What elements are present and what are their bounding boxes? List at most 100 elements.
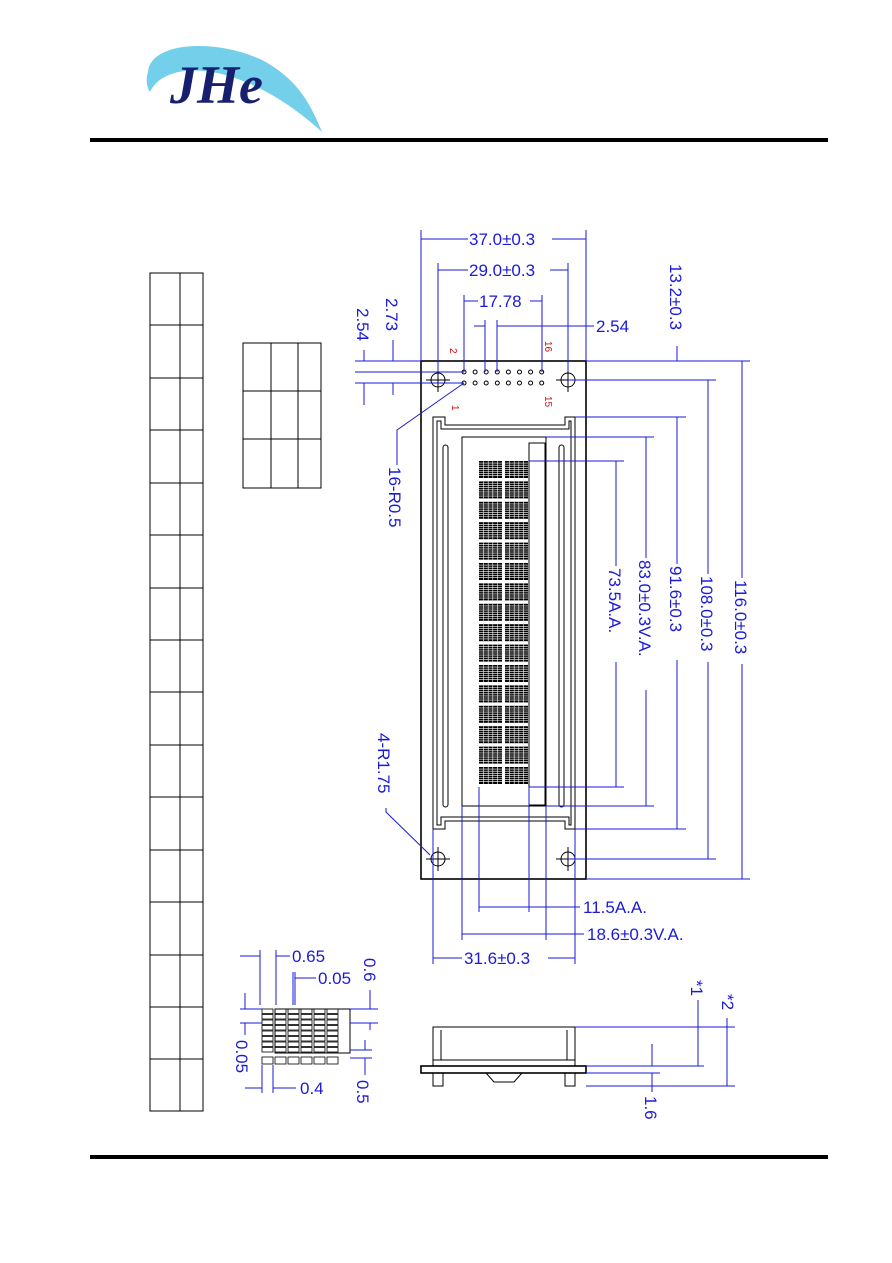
cursor-dot bbox=[287, 1056, 300, 1065]
pin-hole bbox=[472, 380, 478, 386]
pin-hole bbox=[494, 380, 500, 386]
dot bbox=[326, 1014, 339, 1020]
character-cell bbox=[479, 542, 502, 560]
pin-hole bbox=[517, 369, 522, 375]
dim-aa-width: 11.5A.A. bbox=[583, 898, 647, 917]
pin-hole bbox=[505, 380, 511, 386]
dot bbox=[326, 1047, 339, 1053]
pin-hole bbox=[539, 380, 545, 386]
character-cell bbox=[479, 624, 502, 642]
dot bbox=[300, 1008, 313, 1014]
character-cell bbox=[505, 542, 528, 560]
character-cell bbox=[505, 563, 528, 580]
pin-label-16: 16 bbox=[542, 341, 553, 353]
character-cell bbox=[505, 481, 528, 499]
pin-hole bbox=[483, 369, 489, 375]
dot bbox=[300, 1047, 313, 1053]
dot-gap-y: 0.05 bbox=[232, 1040, 251, 1073]
dot bbox=[274, 1025, 287, 1031]
dot-height: 0.5 bbox=[353, 1080, 372, 1104]
dot-width: 0.4 bbox=[300, 1079, 324, 1098]
dot bbox=[261, 1008, 274, 1014]
dot bbox=[274, 1036, 287, 1042]
character-cell bbox=[505, 501, 528, 519]
dot bbox=[313, 1025, 326, 1031]
dot bbox=[287, 1014, 300, 1020]
dot bbox=[274, 1019, 287, 1025]
dot bbox=[300, 1041, 313, 1047]
character-cell bbox=[505, 767, 528, 784]
dot bbox=[261, 1014, 274, 1020]
dot bbox=[326, 1019, 339, 1025]
character-cell bbox=[505, 746, 528, 764]
dot bbox=[326, 1041, 339, 1047]
dot bbox=[274, 1047, 287, 1053]
dot bbox=[287, 1025, 300, 1031]
character-cell bbox=[505, 726, 528, 744]
pin-hole bbox=[528, 369, 534, 375]
dot bbox=[287, 1008, 300, 1014]
dot bbox=[274, 1014, 287, 1020]
dot bbox=[261, 1019, 274, 1025]
pin-hole bbox=[483, 380, 489, 386]
dot bbox=[287, 1030, 300, 1036]
cursor-dot bbox=[274, 1056, 287, 1065]
dot bbox=[313, 1019, 326, 1025]
character-cell bbox=[505, 665, 528, 682]
pin-hole bbox=[528, 380, 534, 386]
side-view bbox=[420, 1026, 587, 1087]
dot bbox=[300, 1036, 313, 1042]
header-rule bbox=[90, 138, 828, 142]
pin-label-1: 1 bbox=[449, 405, 460, 411]
dim-hole-pitch-y: 108.0±0.3 bbox=[697, 576, 716, 652]
dot bbox=[326, 1008, 339, 1014]
character-cell bbox=[505, 583, 528, 601]
svg-text:JHe: JHe bbox=[169, 55, 263, 115]
dot bbox=[274, 1008, 287, 1014]
pin-label-15: 15 bbox=[542, 396, 553, 408]
dot bbox=[313, 1047, 326, 1053]
company-logo: JHe bbox=[146, 46, 322, 132]
side-note-2: *2 bbox=[718, 994, 737, 1010]
dot bbox=[313, 1030, 326, 1036]
dot bbox=[313, 1036, 326, 1042]
character-cell bbox=[505, 624, 528, 642]
side-view-dimension-lines bbox=[575, 1000, 735, 1092]
dim-top-to-va: 13.2±0.3 bbox=[666, 264, 685, 330]
dim-pin-hole-note: 16-R0.5 bbox=[385, 467, 404, 527]
character-cell bbox=[479, 583, 502, 601]
dot bbox=[313, 1014, 326, 1020]
dot-detail-dimension-lines bbox=[240, 950, 378, 1093]
dim-bezel-width: 31.6±0.3 bbox=[464, 949, 530, 968]
character-cell bbox=[479, 644, 502, 662]
dim-overall-height: 116.0±0.3 bbox=[731, 580, 750, 654]
dot bbox=[261, 1025, 274, 1031]
character-cell bbox=[479, 685, 502, 703]
revision-table bbox=[242, 342, 322, 489]
dim-hole-pitch-x: 29.0±0.3 bbox=[469, 261, 535, 280]
dim-pin-span: 17.78 bbox=[479, 292, 522, 311]
dot bbox=[313, 1041, 326, 1047]
cursor-dot bbox=[326, 1056, 339, 1065]
character-cell bbox=[479, 481, 502, 499]
dot bbox=[287, 1041, 300, 1047]
character-cell bbox=[479, 705, 502, 723]
character-cell bbox=[505, 644, 528, 662]
character-cell bbox=[479, 501, 502, 519]
character-cell bbox=[505, 522, 528, 540]
character-cell bbox=[479, 726, 502, 744]
cursor-dot bbox=[313, 1056, 326, 1065]
cursor-dot bbox=[261, 1056, 274, 1065]
dim-aa-height: 73.5A.A. bbox=[605, 568, 624, 633]
dim-overall-width: 37.0±0.3 bbox=[469, 230, 535, 249]
character-matrix bbox=[479, 461, 528, 784]
pcb-thickness: 1.6 bbox=[641, 1096, 660, 1120]
dot bbox=[300, 1014, 313, 1020]
character-cell bbox=[479, 746, 502, 764]
dot bbox=[261, 1030, 274, 1036]
dim-pin-row-offset: 2.73 bbox=[382, 298, 401, 331]
dot bbox=[287, 1019, 300, 1025]
dot bbox=[261, 1047, 274, 1053]
pin-hole bbox=[517, 380, 522, 386]
